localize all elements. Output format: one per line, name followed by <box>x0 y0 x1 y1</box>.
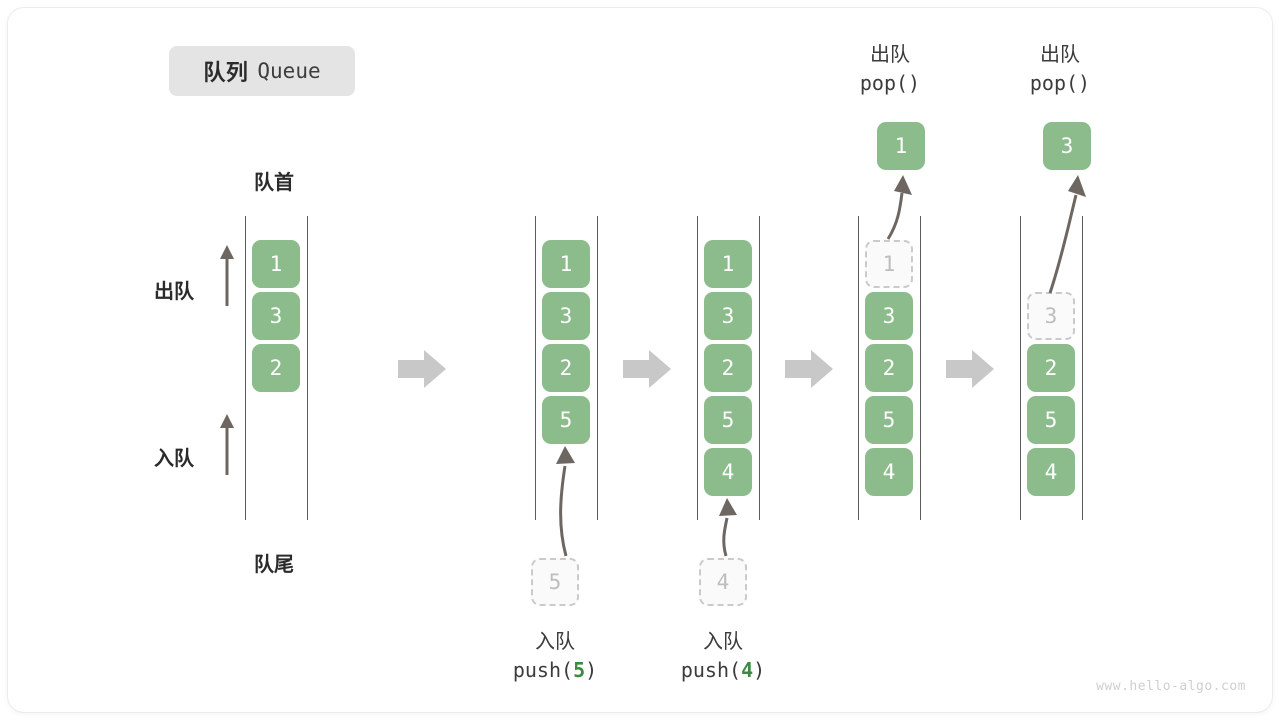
incoming-element-ghost: 5 <box>531 558 579 606</box>
push-4-caption-cn: 入队 <box>703 631 743 653</box>
queue-rail-right <box>597 216 598 520</box>
push-5-caption-code: push(5) <box>512 658 598 683</box>
queue-cell: 1 <box>252 240 300 288</box>
queue-cell: 5 <box>1027 396 1075 444</box>
title-cn: 队列 <box>203 60 249 85</box>
queue-rail-right <box>759 216 760 520</box>
queue-cell: 2 <box>252 344 300 392</box>
pop-3-caption-cn: 出队 <box>1040 44 1080 66</box>
queue-rail-left <box>1020 216 1021 520</box>
dequeue-direction-label: 出队 <box>154 281 194 303</box>
queue-rail-right <box>1082 216 1083 520</box>
queue-tail-label: 队尾 <box>254 554 294 576</box>
queue-rail-right <box>307 216 308 520</box>
queue-rail-right <box>920 216 921 520</box>
pop-3-caption: 出队 pop() <box>990 41 1130 98</box>
queue-cell: 3 <box>252 292 300 340</box>
pop-3-caption-code: pop() <box>1029 71 1091 96</box>
queue-rail-left <box>858 216 859 520</box>
queue-cell: 1 <box>542 240 590 288</box>
queue-cell-ghost: 3 <box>1027 292 1075 340</box>
queue-cell: 3 <box>704 292 752 340</box>
queue-head-label: 队首 <box>254 172 294 194</box>
queue-cell: 4 <box>1027 448 1075 496</box>
watermark: www.hello-algo.com <box>1096 679 1246 694</box>
queue-rail-left <box>245 216 246 520</box>
push-4-caption-code: push(4) <box>680 658 766 683</box>
queue-cell: 1 <box>704 240 752 288</box>
pop-1-caption-cn: 出队 <box>870 44 910 66</box>
pop-1-arrow-icon <box>886 175 912 240</box>
queue-rail-left <box>697 216 698 520</box>
queue-cell: 5 <box>704 396 752 444</box>
enqueue-direction-arrow-icon <box>220 414 234 475</box>
queue-cell: 5 <box>542 396 590 444</box>
enqueue-direction-label: 入队 <box>154 448 194 470</box>
incoming-element-ghost: 4 <box>699 558 747 606</box>
push-5-caption: 入队 push(5) <box>475 628 635 685</box>
queue-cell: 2 <box>865 344 913 392</box>
step-arrow-1-icon <box>398 350 446 388</box>
queue-cell: 2 <box>1027 344 1075 392</box>
step-arrow-3-icon <box>785 350 833 388</box>
title-en: Queue <box>257 59 321 83</box>
queue-cell: 4 <box>704 448 752 496</box>
queue-cell: 4 <box>865 448 913 496</box>
popped-element: 3 <box>1043 122 1091 170</box>
queue-cell: 3 <box>542 292 590 340</box>
step-arrow-2-icon <box>623 350 671 388</box>
queue-cell: 2 <box>704 344 752 392</box>
pop-1-caption-code: pop() <box>859 71 921 96</box>
dequeue-direction-arrow-icon <box>220 245 234 306</box>
pop-1-caption: 出队 pop() <box>820 41 960 98</box>
pop-3-arrow-icon <box>1048 175 1086 294</box>
title-badge: 队列 Queue <box>169 46 355 96</box>
push-4-arrow-icon <box>719 498 737 557</box>
queue-rail-left <box>535 216 536 520</box>
push-5-arrow-icon <box>556 446 575 557</box>
push-5-caption-cn: 入队 <box>535 631 575 653</box>
queue-cell: 3 <box>865 292 913 340</box>
diagram-canvas: 队列 Queue 队首 队尾 出队 入队 1 3 2 1 3 2 5 5 <box>8 8 1272 712</box>
step-arrow-4-icon <box>946 350 994 388</box>
queue-cell: 5 <box>865 396 913 444</box>
popped-element: 1 <box>877 122 925 170</box>
push-4-caption: 入队 push(4) <box>643 628 803 685</box>
queue-cell-ghost: 1 <box>865 240 913 288</box>
queue-cell: 2 <box>542 344 590 392</box>
